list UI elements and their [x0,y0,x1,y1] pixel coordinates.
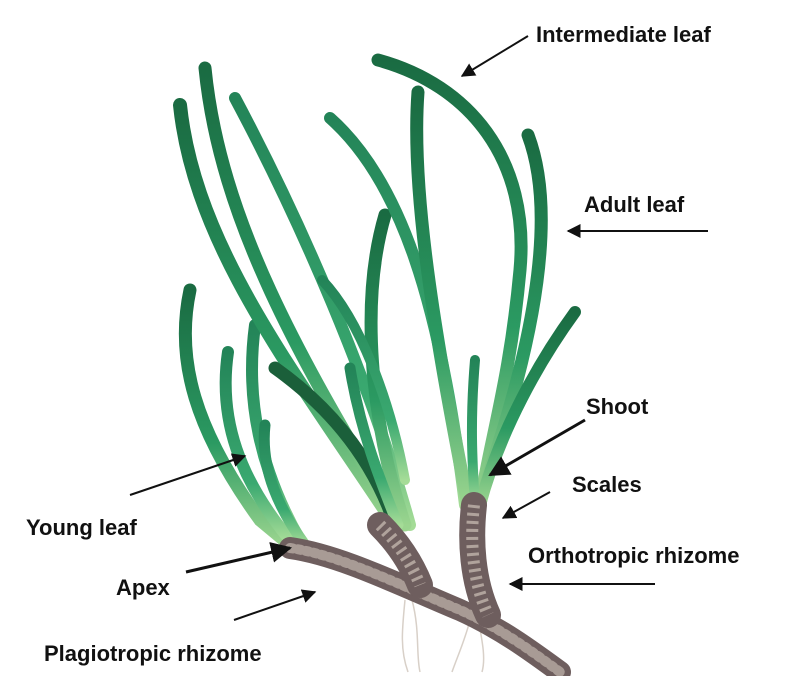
label-orthotropic-rhizome: Orthotropic rhizome [528,545,739,567]
label-plagiotropic-rhizome: Plagiotropic rhizome [44,643,262,665]
label-scales: Scales [572,474,642,496]
label-adult-leaf: Adult leaf [584,194,684,216]
arrow-scales [503,492,550,518]
arrow-apex [186,548,290,572]
label-apex: Apex [116,577,170,599]
arrow-intermediate-leaf [462,36,528,76]
rhizomes [290,505,560,672]
label-young-leaf: Young leaf [26,517,137,539]
arrow-plagiotropic-rhizome [234,592,315,620]
label-shoot: Shoot [586,396,648,418]
label-intermediate-leaf: Intermediate leaf [536,24,711,46]
